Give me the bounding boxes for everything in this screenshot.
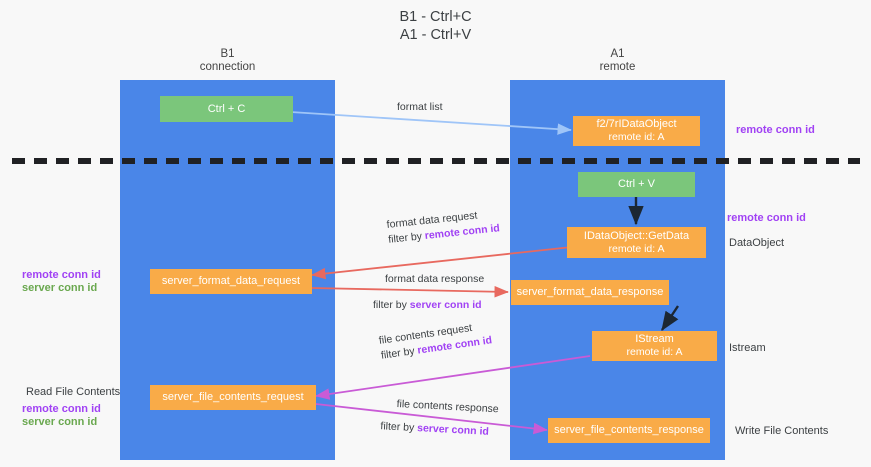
edge-label-file-contents-response-filter: filter by server conn id [380, 419, 498, 440]
lane-b1-header: B1 connection [120, 48, 335, 74]
filter-prefix: filter by [380, 344, 419, 362]
filter-key-server-conn-id: server conn id [409, 299, 482, 311]
edge-label-format-list: format list [397, 101, 443, 113]
diagram-title: B1 - Ctrl+C A1 - Ctrl+V [0, 8, 871, 44]
annotation-left-remote-conn-id-2: remote conn id [22, 403, 101, 415]
annotation-right-write-file-contents: Write File Contents [735, 425, 829, 437]
node-ctrl-v-label: Ctrl + V [618, 178, 655, 190]
node-idataobject[interactable]: f2/7rIDataObject remote id: A [573, 116, 700, 146]
edge-label-format-data-response-filter: filter by server conn id [373, 298, 484, 313]
title-line-1: B1 - Ctrl+C [399, 9, 472, 25]
annotation-left-server-conn-id: server conn id [22, 282, 98, 294]
annotation-right-remote-conn-id-mid: remote conn id [727, 212, 806, 224]
edge-label-file-contents-request: file contents request filter by remote c… [378, 318, 493, 363]
node-idataobject-getdata[interactable]: IDataObject::GetData remote id: A [567, 227, 706, 258]
lane-a1-subtitle: remote [599, 61, 636, 73]
lane-b1-subtitle: connection [199, 61, 256, 73]
annotation-left-server-conn-id-2: server conn id [22, 416, 98, 428]
node-ctrl-c[interactable]: Ctrl + C [160, 96, 293, 122]
edge-label-format-data-response: format data response filter by server co… [373, 272, 485, 313]
annotation-right-remote-conn-id-top: remote conn id [736, 124, 815, 136]
node-server-file-contents-request[interactable]: server_file_contents_request [150, 385, 316, 410]
lane-a1-header: A1 remote [510, 48, 725, 74]
node-istream-label: IStream [635, 333, 674, 345]
node-getdata-label: IDataObject::GetData [583, 229, 690, 242]
edge-label-format-data-response-line1: format data response [385, 273, 485, 285]
lane-a1-title: A1 [610, 48, 625, 60]
node-istream[interactable]: IStream remote id: A [592, 331, 717, 361]
filter-prefix: filter by [387, 230, 426, 246]
filter-prefix: filter by [373, 299, 410, 311]
node-server-format-data-response[interactable]: server_format_data_response [511, 280, 669, 305]
annotation-left-remote-conn-id: remote conn id [22, 269, 101, 281]
node-idataobject-remote-id: remote id: A [608, 131, 665, 143]
node-fmt-request-label: server_format_data_request [161, 275, 301, 287]
edge-label-file-contents-response-line1: file contents response [396, 397, 499, 416]
node-file-request-label: server_file_contents_request [162, 391, 304, 403]
title-line-2: A1 - Ctrl+V [399, 27, 472, 43]
node-server-format-data-request[interactable]: server_format_data_request [150, 269, 312, 294]
edge-label-file-contents-response: file contents response filter by server … [380, 397, 499, 440]
edge-label-format-data-request: format data request filter by remote con… [386, 206, 501, 248]
node-idataobject-label: f2/7rIDataObject [596, 118, 677, 130]
filter-prefix: filter by [380, 420, 418, 435]
node-file-response-label: server_file_contents_response [554, 424, 704, 436]
node-getdata-remote-id: remote id: A [608, 242, 665, 255]
node-fmt-response-label: server_format_data_response [516, 286, 664, 298]
node-istream-remote-id: remote id: A [626, 346, 683, 358]
node-server-file-contents-response[interactable]: server_file_contents_response [548, 418, 710, 443]
annotation-right-dataobject: DataObject [729, 237, 785, 249]
node-ctrl-c-label: Ctrl + C [207, 102, 246, 115]
annotation-right-istream: Istream [729, 342, 766, 354]
node-ctrl-v[interactable]: Ctrl + V [578, 172, 695, 197]
filter-key-server-conn-id: server conn id [416, 422, 490, 438]
annotation-left-read-file-contents: Read File Contents [26, 386, 121, 398]
lane-b1-title: B1 [220, 48, 235, 60]
